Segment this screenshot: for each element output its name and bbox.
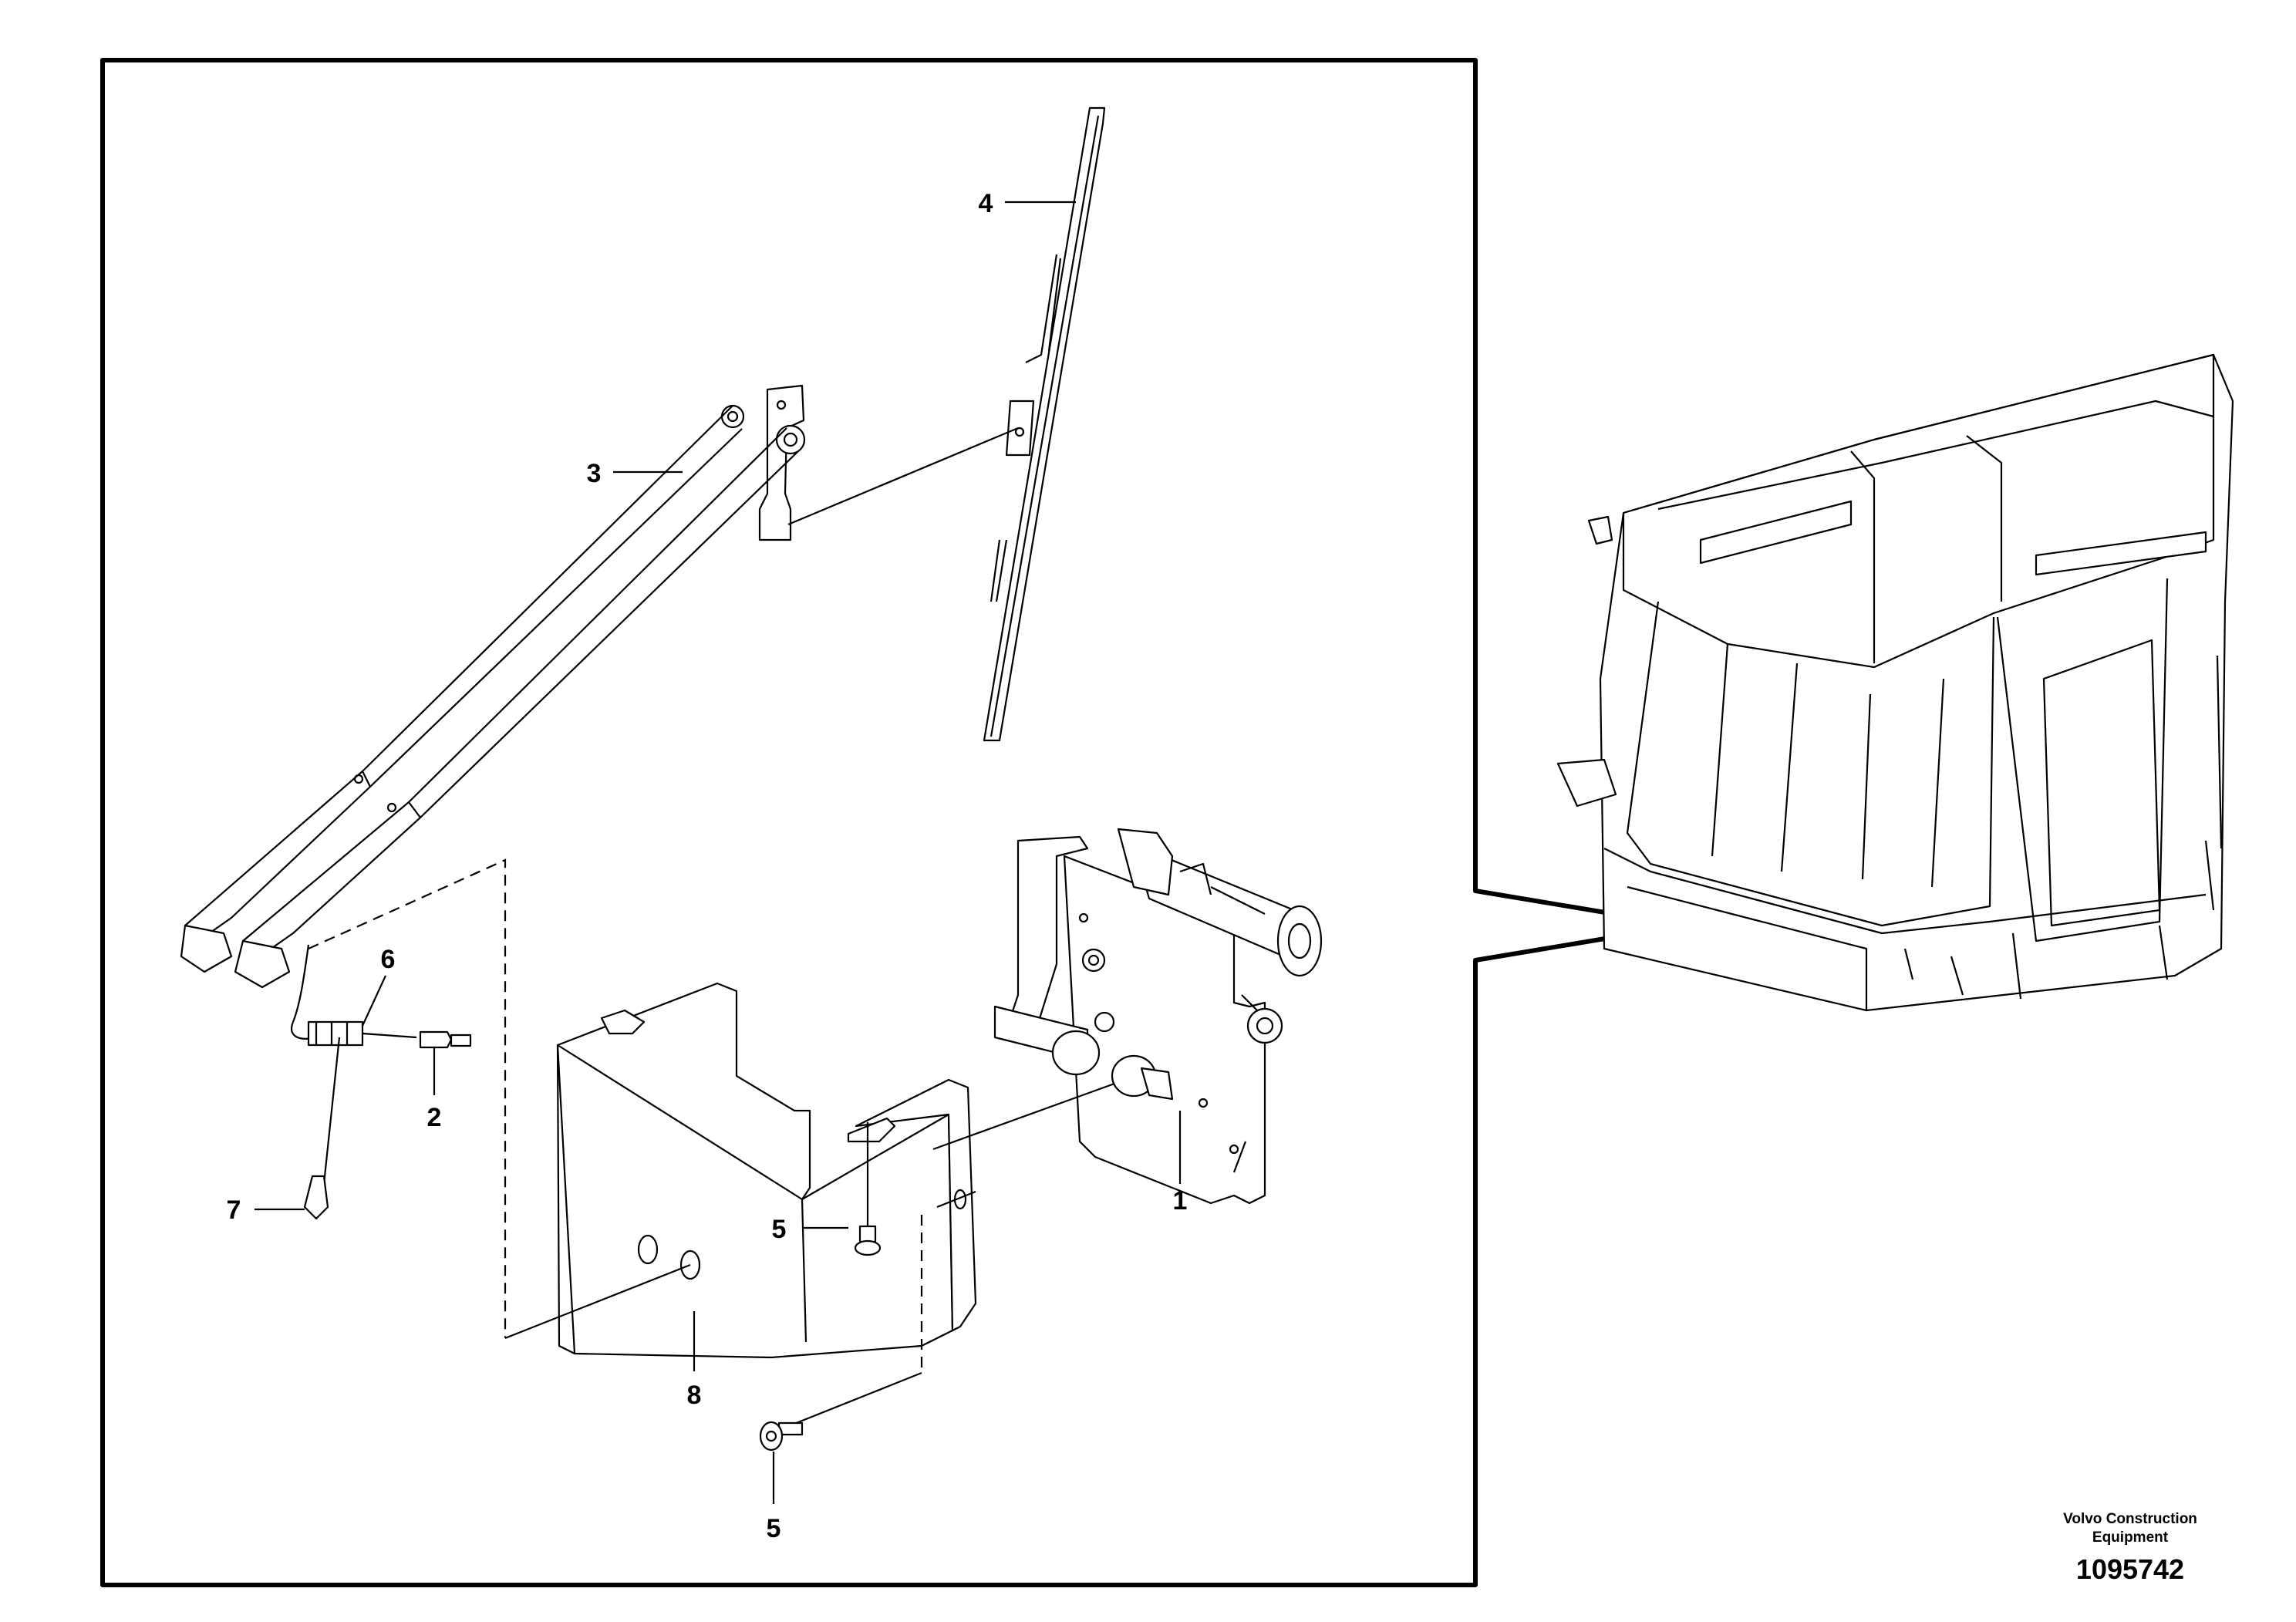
brand-line-2: Equipment [2092, 1529, 2169, 1546]
motor-bracket [556, 982, 977, 1359]
callout-2: 2 [427, 1103, 442, 1132]
wiper-blade [983, 106, 1106, 742]
cab-overview [1556, 353, 2234, 1012]
callout-7: 7 [227, 1195, 241, 1225]
brand-line-1: Volvo Construction [2063, 1511, 2197, 1527]
screw-upper [854, 1122, 882, 1256]
callout-4: 4 [979, 189, 993, 218]
callout-5-upper: 5 [772, 1215, 787, 1244]
callout-3: 3 [587, 459, 602, 488]
callout-5-lower: 5 [767, 1514, 781, 1543]
callout-8: 8 [687, 1381, 702, 1410]
wiper-motor [993, 828, 1323, 1205]
washer-hose [291, 944, 472, 1220]
drawing-number: 1095742 [2075, 1553, 2185, 1585]
callout-6: 6 [381, 945, 396, 974]
screw-lower [759, 1421, 804, 1452]
wiper-arm [180, 384, 806, 989]
brand-label: Volvo Construction Equipment [2030, 1510, 2230, 1547]
detail-frame [100, 58, 1686, 1587]
assembly-line-1 [308, 858, 507, 1338]
leader-6 [362, 975, 386, 1027]
callout-1: 1 [1173, 1186, 1188, 1216]
